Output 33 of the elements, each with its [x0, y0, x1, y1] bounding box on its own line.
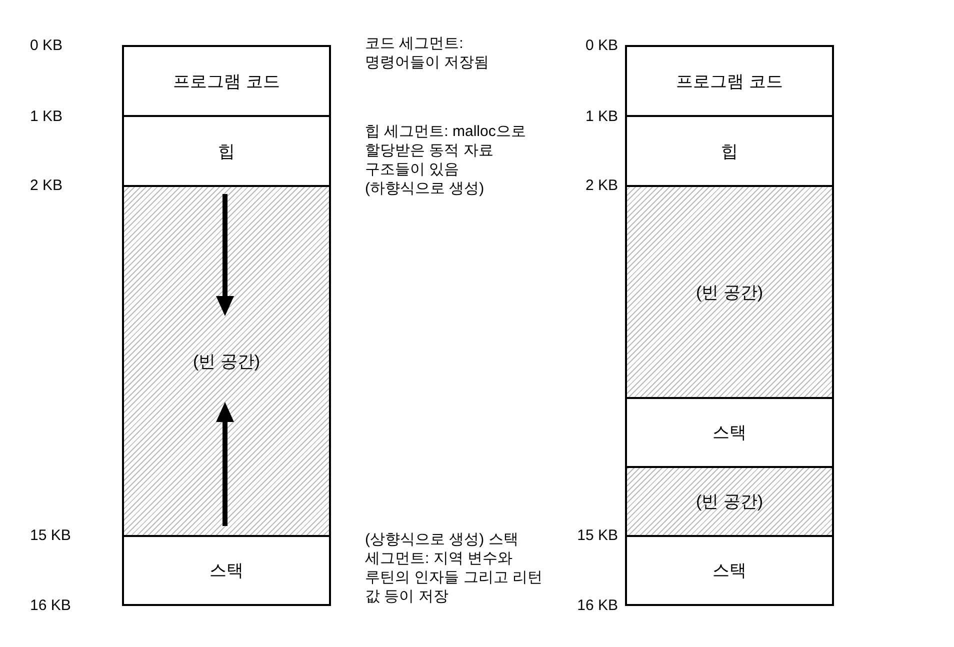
address-tick-label: 15 KB [577, 526, 618, 545]
address-tick-label: 1 KB [30, 107, 63, 126]
address-tick-label: 16 KB [577, 596, 618, 615]
memory-segment [625, 115, 834, 187]
segment-label: (빈 공간) [192, 350, 260, 372]
segment-label: 스택 [712, 560, 746, 582]
segment-description: 힙 세그먼트: malloc으로 할당받은 동적 자료 구조들이 있음 (하향식으로 생성) [365, 122, 527, 198]
segment-label: (빈 공간) [696, 282, 764, 304]
segment-label: 프로그램 코드 [676, 70, 783, 92]
free-space-segment [122, 185, 331, 537]
memory-segment [122, 115, 331, 187]
address-tick-label: 0 KB [30, 36, 63, 55]
memory-segment [625, 535, 834, 606]
address-tick-label: 1 KB [585, 107, 618, 126]
address-tick-label: 15 KB [30, 526, 71, 545]
free-space-segment [625, 185, 834, 399]
memory-segment [122, 535, 331, 606]
segment-label: 힙 [721, 140, 738, 162]
segment-label: 프로그램 코드 [173, 70, 280, 92]
memory-segment [122, 45, 331, 117]
segment-description: 코드 세그먼트: 명령어들이 저장됨 [365, 34, 490, 72]
segment-label: 스택 [210, 560, 244, 582]
address-tick-label: 16 KB [30, 596, 71, 615]
memory-segment [625, 45, 834, 117]
address-tick-label: 2 KB [30, 176, 63, 195]
segment-label: (빈 공간) [696, 491, 764, 513]
segment-label: 힙 [218, 140, 235, 162]
segment-description: (상향식으로 생성) 스택 세그먼트: 지역 변수와 루틴의 인자들 그리고 리턴 값 등이 저장 [365, 530, 544, 606]
address-tick-label: 0 KB [585, 36, 618, 55]
memory-segment [625, 397, 834, 468]
free-space-segment [625, 466, 834, 537]
address-tick-label: 2 KB [585, 176, 618, 195]
segment-label: 스택 [712, 422, 746, 444]
